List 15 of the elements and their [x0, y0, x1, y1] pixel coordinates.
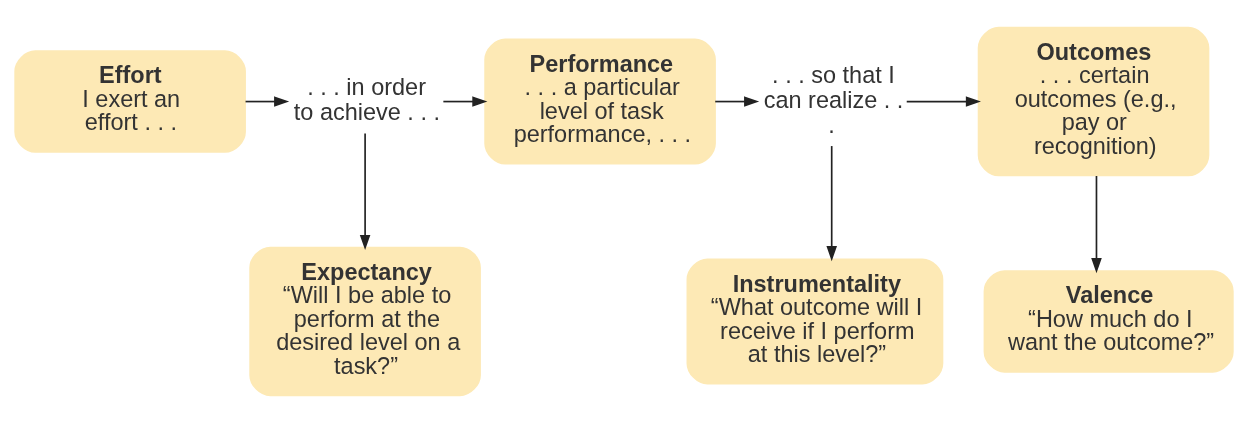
- arrow: [1091, 175, 1102, 274]
- arrow: [826, 145, 837, 262]
- arrow: [905, 96, 981, 107]
- arrow: [714, 96, 760, 107]
- arrow: [244, 96, 290, 107]
- node-box: Performance . . . a particular level of task performance, . . .: [484, 38, 716, 165]
- arrow: [442, 96, 488, 107]
- node-text: . . . so that I can realize . . .: [763, 61, 904, 138]
- node-box: Effort I exert an effort . . .: [14, 50, 246, 153]
- node-text: . . . in order to achieve . . .: [293, 74, 440, 126]
- node-box: Outcomes . . . certain outcomes (e.g., pay or recognition): [977, 26, 1210, 177]
- node-box: Valence “How much do I want the outcome?”: [983, 270, 1234, 373]
- arrow: [359, 132, 371, 251]
- node-box: Instrumentality “What outcome will I receive if I perform at this level?”: [686, 258, 944, 385]
- node-box: Expectancy “Will I be able to perform at the desired level on a task?”: [249, 246, 481, 397]
